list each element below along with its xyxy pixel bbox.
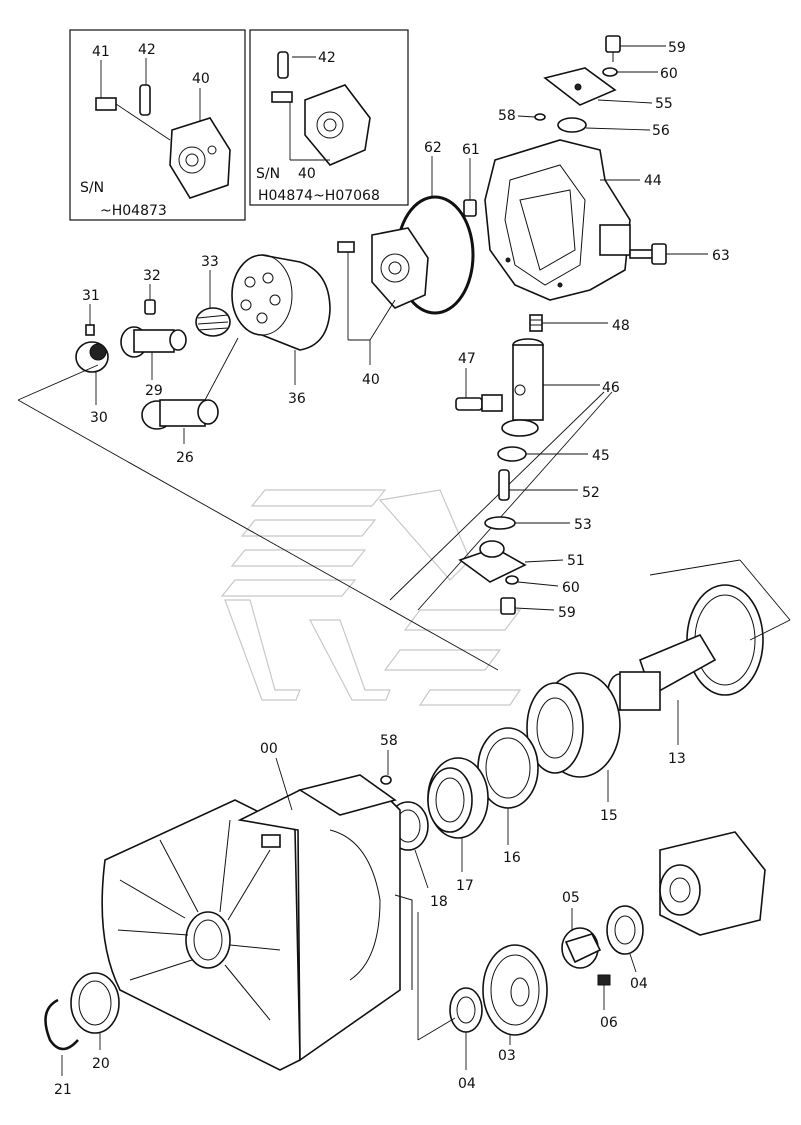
label-40-main: 40 — [362, 372, 380, 388]
label-04-right: 04 — [630, 976, 648, 992]
label-56: 56 — [652, 123, 670, 139]
label-51: 51 — [567, 553, 585, 569]
shaft-gear-13 — [607, 584, 764, 711]
spring-48 — [529, 314, 543, 332]
pin-52 — [498, 469, 510, 501]
label-48: 48 — [612, 318, 630, 334]
plug-40 — [337, 241, 355, 253]
label-15: 15 — [600, 808, 618, 824]
bearing-17 — [427, 757, 489, 839]
seal-20 — [70, 972, 120, 1034]
label-17: 17 — [456, 878, 474, 894]
trunnion-46 — [501, 338, 544, 437]
ring-45 — [497, 446, 527, 462]
label-60-top: 60 — [660, 66, 678, 82]
label-59-top: 59 — [668, 40, 686, 56]
retainer-29 — [120, 326, 187, 358]
inset-valve-plate-late — [304, 84, 371, 166]
label-58-lower: 58 — [380, 733, 398, 749]
label-52: 52 — [582, 485, 600, 501]
bearing-04-lower — [449, 987, 483, 1033]
label-63: 63 — [712, 248, 730, 264]
main-housing-00 — [101, 774, 413, 1071]
cover-51 — [458, 540, 527, 583]
label-47: 47 — [458, 351, 476, 367]
inset-box-early: 41 42 40 S/N ~H04873 — [69, 29, 246, 221]
oring-53 — [484, 516, 516, 530]
valve-plate-40 — [337, 227, 429, 309]
inset-valve-plate — [169, 117, 231, 199]
label-46: 46 — [602, 380, 620, 396]
inset-pin — [139, 84, 151, 116]
label-41: 41 — [92, 44, 110, 60]
shoe-30 — [75, 341, 109, 373]
screw-59-top — [605, 35, 621, 62]
label-40-late: 40 — [298, 166, 316, 182]
washer-60-top — [602, 67, 618, 77]
inset-pin-late — [277, 51, 289, 79]
label-18: 18 — [430, 894, 448, 910]
bearing-04-right — [606, 905, 644, 955]
label-40: 40 — [192, 71, 210, 87]
label-59-lower: 59 — [558, 605, 576, 621]
label-44: 44 — [644, 173, 662, 189]
label-06: 06 — [600, 1015, 618, 1031]
label-00: 00 — [260, 741, 278, 757]
oring-56 — [557, 117, 587, 133]
label-58-top: 58 — [498, 108, 516, 124]
pump-05-body — [659, 831, 766, 936]
oring-58-top — [534, 113, 546, 121]
inset-plug — [95, 97, 171, 141]
washer-60-lower — [505, 575, 519, 585]
label-60-lower: 60 — [562, 580, 580, 596]
inset-late-sn-prefix: S/N — [256, 166, 280, 182]
inset-early-sn-prefix: S/N — [80, 180, 104, 196]
pin-31 — [85, 324, 95, 336]
label-45: 45 — [592, 448, 610, 464]
screw-59-lower — [500, 597, 516, 615]
label-36: 36 — [288, 391, 306, 407]
bolt-47 — [455, 394, 503, 412]
label-20: 20 — [92, 1056, 110, 1072]
snap-ring-21 — [44, 998, 79, 1051]
label-62: 62 — [424, 140, 442, 156]
label-03: 03 — [498, 1048, 516, 1064]
piston-26 — [141, 399, 219, 430]
label-55: 55 — [655, 96, 673, 112]
oring-58-lower — [380, 775, 392, 785]
label-16: 16 — [503, 850, 521, 866]
inset-late-sn-range: H04874~H07068 — [258, 188, 380, 204]
pin-61 — [463, 199, 477, 217]
label-29: 29 — [145, 383, 163, 399]
key-06 — [597, 974, 611, 986]
label-30: 30 — [90, 410, 108, 426]
inset-plug-late — [271, 91, 293, 103]
label-61: 61 — [462, 142, 480, 158]
label-13: 13 — [668, 751, 686, 767]
label-53: 53 — [574, 517, 592, 533]
gear-03 — [482, 944, 548, 1036]
pump-housing-44 — [484, 139, 631, 301]
label-21: 21 — [54, 1082, 72, 1098]
label-04-lower: 04 — [458, 1076, 476, 1092]
bolt-63 — [629, 243, 667, 265]
label-33: 33 — [201, 254, 219, 270]
pin-32 — [144, 299, 156, 315]
spring-33 — [195, 307, 231, 337]
cylinder-block-36 — [231, 254, 331, 351]
watermark-logo — [220, 489, 522, 706]
label-31: 31 — [82, 288, 100, 304]
inset-box-late: 42 40 S/N H04874~H07068 — [249, 29, 409, 206]
label-26: 26 — [176, 450, 194, 466]
label-42-late: 42 — [318, 50, 336, 66]
coupling-05 — [561, 927, 602, 969]
bearing-15 — [526, 672, 621, 778]
label-42: 42 — [138, 42, 156, 58]
label-32: 32 — [143, 268, 161, 284]
label-05: 05 — [562, 890, 580, 906]
inset-early-sn-range: ~H04873 — [100, 203, 167, 219]
